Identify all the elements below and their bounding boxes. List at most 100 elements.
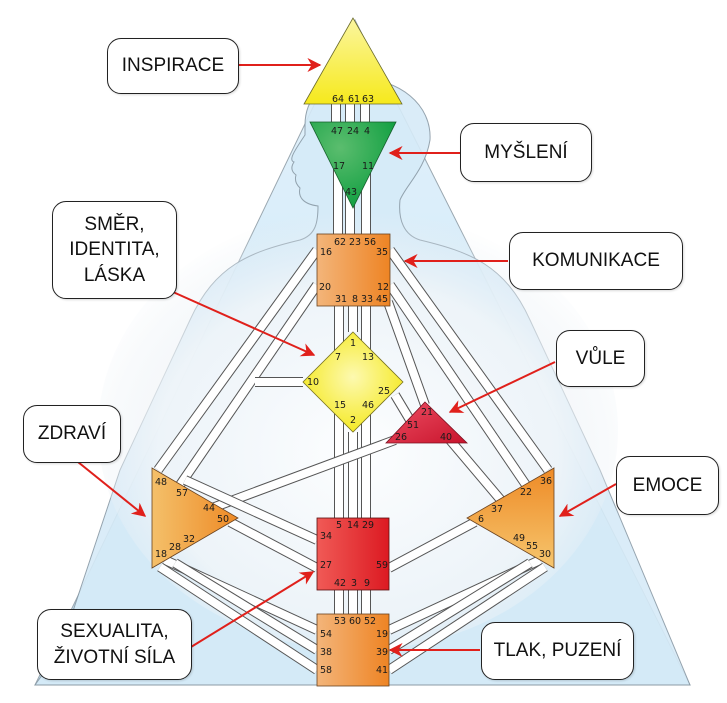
arrow-smer [172,291,316,357]
center-solar-plexus: 36 22 37 6 49 55 30 [466,467,555,569]
gate-3: 3 [351,578,357,589]
label-mysleni: MYŠLENÍ [460,123,592,182]
inner-glow [98,210,618,650]
channel [386,282,530,488]
center-throat: 62 23 56 16 35 20 12 31 8 33 45 [316,233,391,307]
gate-14: 14 [347,520,359,531]
gate-6: 6 [478,514,484,525]
arrow-sexualita [190,571,315,648]
gate-11: 11 [362,161,374,172]
label-sexualita-line2: ŽIVOTNÍ SÍLA [53,646,176,668]
gate-7: 7 [335,352,341,363]
arrow-emoce [558,483,617,517]
center-heart: 21 51 26 40 [385,401,468,444]
gate-54: 54 [320,629,332,640]
gate-46: 46 [362,400,374,411]
label-smer-identita-laska: SMĚR, IDENTITA, LÁSKA [52,201,177,299]
gate-35: 35 [376,247,388,258]
gate-41: 41 [376,665,388,676]
gate-31: 31 [335,294,347,305]
channel [172,559,320,654]
gate-47: 47 [331,126,343,137]
label-sexualita-zivotni-sila: SEXUALITA, ŽIVOTNÍ SÍLA [37,609,192,680]
label-tlak-puzeni: TLAK, PUZENÍ [481,622,634,680]
label-emoce-text: EMOCE [632,474,703,496]
gate-33: 33 [361,294,373,305]
label-tlak-text: TLAK, PUZENÍ [493,640,622,662]
label-smer-line1: SMĚR, [84,213,145,235]
channel [210,436,397,512]
center-g: 1 7 13 10 25 15 46 2 [302,331,404,433]
gate-13: 13 [362,352,374,363]
label-inspirace-text: INSPIRACE [121,55,225,77]
gate-58: 58 [320,665,332,676]
center-root: 53 60 52 54 19 38 39 58 41 [316,613,390,687]
center-sacral: 5 14 29 34 27 59 42 3 9 [316,517,390,591]
gate-37: 37 [491,504,503,515]
gate-24: 24 [347,126,359,137]
gate-2: 2 [350,415,356,426]
gate-52: 52 [364,616,376,627]
channels [153,104,553,675]
gate-49: 49 [513,533,525,544]
label-vule-text: VŮLE [575,347,626,369]
channel [386,559,533,654]
gate-29: 29 [362,520,374,531]
channel [228,518,319,572]
gate-32: 32 [183,534,195,545]
gate-39: 39 [376,647,388,658]
gate-55: 55 [526,541,538,552]
gate-15: 15 [334,400,346,411]
gate-62: 62 [334,237,346,248]
gate-42: 42 [334,578,346,589]
label-sexualita-line1: SEXUALITA, [60,620,169,642]
channel [183,476,319,544]
gate-44: 44 [203,503,215,514]
gate-59: 59 [376,560,388,571]
gate-27: 27 [320,560,332,571]
channel [386,247,552,473]
label-emoce: EMOCE [616,456,719,515]
gate-22: 22 [520,487,532,498]
gate-9: 9 [364,578,370,589]
label-inspirace: INSPIRACE [107,38,239,94]
gate-21: 21 [421,407,433,418]
gate-40: 40 [440,432,452,443]
gate-16: 16 [320,247,332,258]
gate-34: 34 [320,531,332,542]
channel [387,518,477,572]
gate-20: 20 [319,282,331,293]
gate-10: 10 [307,377,319,388]
gate-17: 17 [333,161,345,172]
gate-4: 4 [364,126,370,137]
gate-30: 30 [539,549,551,560]
gate-36: 36 [540,476,552,487]
gate-45: 45 [376,294,388,305]
gate-18: 18 [155,549,167,560]
channel [386,563,548,674]
label-zdravi: ZDRAVÍ [23,405,121,463]
gate-8: 8 [352,294,358,305]
gate-25: 25 [378,386,390,397]
center-head: 64 61 63 [303,17,403,105]
label-komunikace-text: KOMUNIKACE [532,250,660,272]
gate-48: 48 [155,477,167,488]
channel [446,437,509,508]
gate-56: 56 [364,237,376,248]
label-mysleni-text: MYŠLENÍ [484,141,568,163]
label-komunikace: KOMUNIKACE [509,232,683,290]
channel [391,392,414,423]
arrows [77,58,617,657]
arrow-vule [448,361,556,413]
channel [384,300,429,407]
label-vule: VŮLE [556,330,645,387]
gate-50: 50 [217,514,229,525]
gate-43: 43 [345,187,357,198]
gate-53: 53 [334,616,346,627]
label-smer-line3: LÁSKA [83,264,146,286]
gate-60: 60 [349,616,361,627]
label-zdravi-text: ZDRAVÍ [37,423,107,445]
gate-5: 5 [336,520,342,531]
gate-61: 61 [348,94,360,105]
